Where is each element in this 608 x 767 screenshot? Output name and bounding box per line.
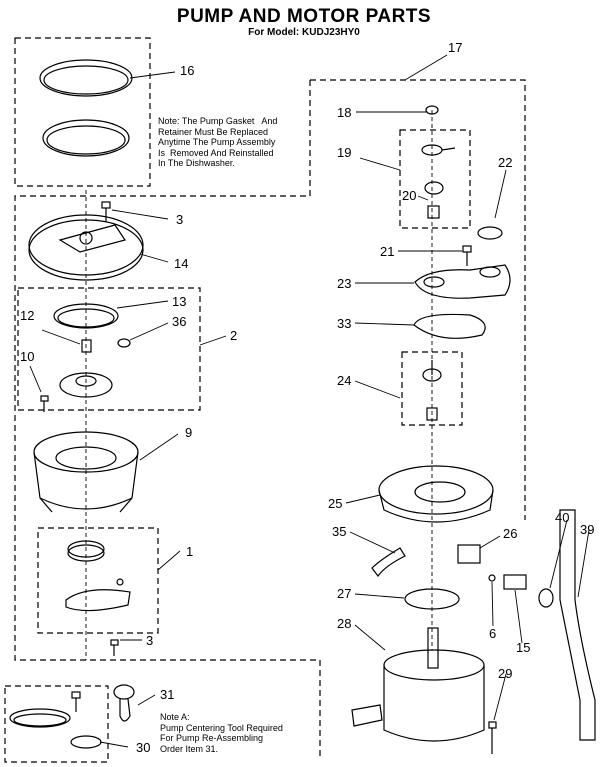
assembly-boxes [4, 37, 526, 763]
screw-icon [101, 201, 111, 222]
kit-30-box [4, 685, 109, 763]
callout-3-lower: 3 [146, 633, 153, 648]
callout-15: 15 [516, 640, 530, 655]
callout-39: 39 [580, 522, 594, 537]
callout-26: 26 [503, 526, 517, 541]
callout-31: 31 [160, 687, 174, 702]
pump-gasket-rings [39, 59, 133, 157]
fittings [488, 574, 554, 608]
centering-tool-note: Note A: Pump Centering Tool Required For… [160, 712, 283, 754]
small-seal [117, 338, 131, 348]
callout-35: 35 [332, 524, 346, 539]
check-valve-assembly [421, 144, 456, 219]
drain-hose [371, 547, 406, 578]
gasket-kit-box [14, 37, 151, 187]
assembly-2-box [17, 287, 201, 411]
callout-12: 12 [20, 308, 34, 323]
callout-2: 2 [230, 328, 237, 343]
assembly-19-box [399, 129, 471, 229]
callout-25: 25 [328, 496, 342, 511]
screw-icon [110, 639, 119, 656]
callout-22: 22 [498, 155, 512, 170]
filter-assembly [65, 540, 131, 612]
callout-33: 33 [337, 316, 351, 331]
pump-motor [351, 627, 485, 742]
slinger-disc [404, 588, 460, 610]
callout-18: 18 [337, 105, 351, 120]
callout-6: 6 [489, 626, 496, 641]
callout-24: 24 [337, 373, 351, 388]
impeller [59, 372, 113, 398]
assembly-1-box [37, 527, 159, 634]
screw-icon [488, 721, 497, 754]
pump-cover [414, 264, 511, 299]
valve-seal [477, 226, 503, 240]
callout-28: 28 [337, 616, 351, 631]
cover-gasket [413, 313, 486, 339]
pump-housing [33, 431, 139, 513]
callout-20: 20 [402, 188, 416, 203]
centering-tool-kit [9, 684, 135, 749]
page-title: PUMP AND MOTOR PARTS [176, 6, 432, 27]
callout-13: 13 [172, 294, 186, 309]
seal-ring [53, 303, 119, 329]
callout-3: 3 [176, 212, 183, 227]
callout-30: 30 [136, 740, 150, 755]
callout-9: 9 [185, 425, 192, 440]
nut-icon [81, 339, 92, 353]
small-ring [425, 105, 439, 115]
wire-connector [457, 544, 481, 564]
screw-icon [462, 245, 472, 266]
callout-40: 40 [555, 510, 569, 525]
callout-17: 17 [448, 40, 462, 55]
assembly-17-outline [14, 79, 526, 760]
pump-base [378, 465, 494, 523]
callout-36: 36 [172, 314, 186, 329]
drain-hose-long [559, 509, 596, 741]
screw-icon [40, 395, 49, 412]
callout-19: 19 [337, 145, 351, 160]
pump-cover-plate [28, 214, 144, 281]
callout-10: 10 [20, 349, 34, 364]
callout-21: 21 [380, 244, 394, 259]
gasket-note: Note: The Pump Gasket And Retainer Must … [158, 116, 278, 168]
callout-1: 1 [186, 544, 193, 559]
callout-16: 16 [180, 63, 194, 78]
callout-29: 29 [498, 666, 512, 681]
callout-27: 27 [337, 586, 351, 601]
shaft-seal [422, 360, 442, 421]
model-subtitle: For Model: KUDJ23HY0 [248, 27, 360, 38]
callout-23: 23 [337, 276, 351, 291]
callout-14: 14 [174, 256, 188, 271]
